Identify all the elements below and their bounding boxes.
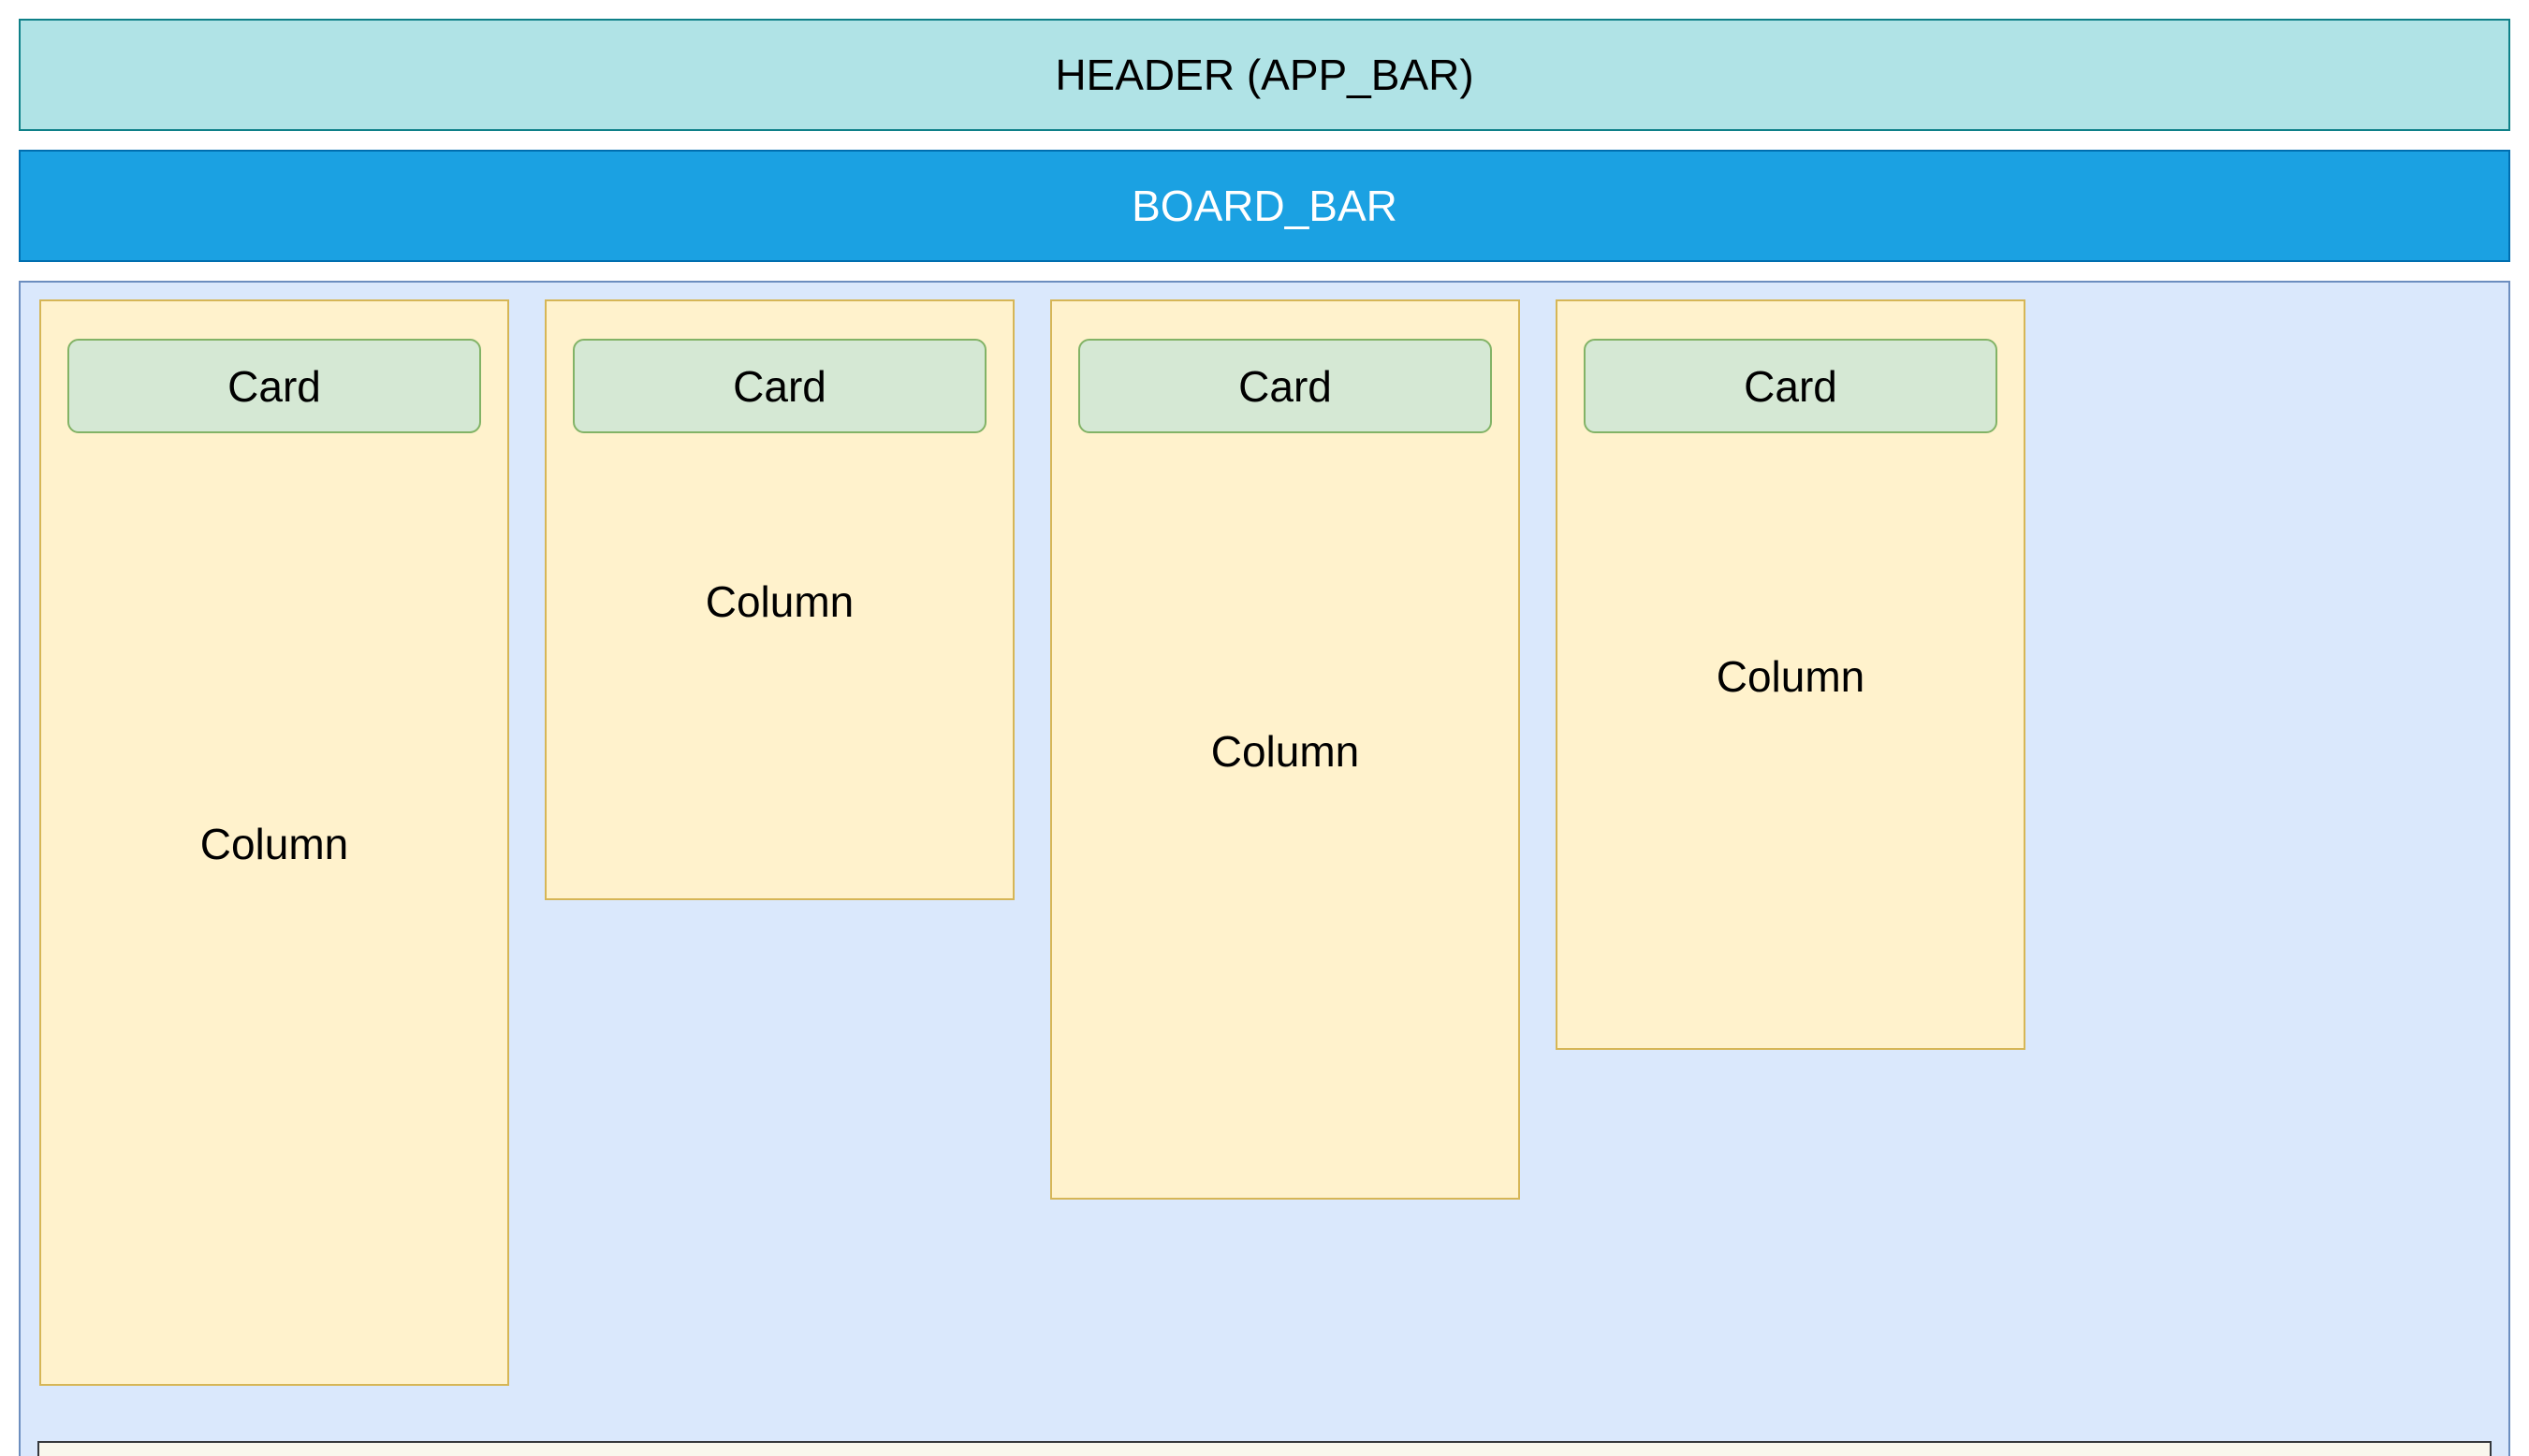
card-2: Card [573,339,987,433]
card-4: Card [1584,339,1997,433]
column-1: Card Column [39,299,509,1386]
board-bar-label: BOARD_BAR [1132,182,1397,230]
card-3: Card [1078,339,1492,433]
column-label: Column [1210,727,1360,776]
board-content: Card Column Card Column Card Column Card… [19,281,2510,1456]
card-label: Card [227,361,321,411]
card-label: Card [1238,361,1332,411]
column-label: Column [1716,652,1865,701]
column-label: Column [199,820,349,868]
card-1: Card [67,339,481,433]
board-bar: BOARD_BAR [19,150,2510,262]
column-4: Card Column [1556,299,2025,1050]
column-3: Card Column [1050,299,1520,1200]
card-label: Card [733,361,826,411]
app-bar: HEADER (APP_BAR) [19,19,2510,131]
app-bar-label: HEADER (APP_BAR) [1055,51,1474,99]
column-label: Column [705,577,855,626]
column-2: Card Column [545,299,1015,900]
card-label: Card [1744,361,1837,411]
footer-strip [37,1441,2492,1456]
